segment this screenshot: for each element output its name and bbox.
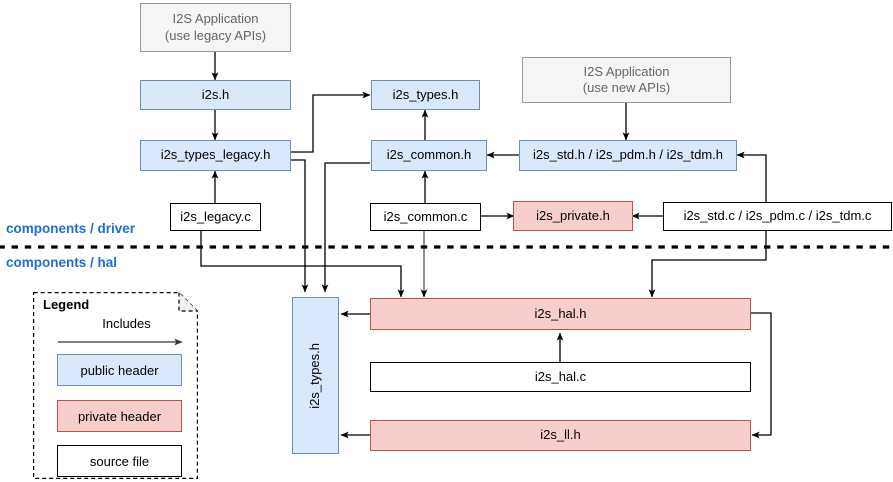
node-app-new-line1: I2S Application — [583, 63, 670, 79]
legend-item-private-header-label: private header — [77, 408, 162, 424]
edge-legacy-c-to-hal-h — [200, 230, 405, 298]
node-i2s-types-legacy-h[interactable]: i2s_types_legacy.h — [140, 140, 291, 171]
band-label-hal: components / hal — [6, 255, 118, 270]
node-i2s-std-c[interactable]: i2s_std.c / i2s_pdm.c / i2s_tdm.c — [663, 202, 892, 231]
node-i2s-private-h-label: i2s_private.h — [536, 207, 610, 223]
node-i2s-types-legacy-h-label: i2s_types_legacy.h — [160, 147, 271, 163]
node-app-new-line2: (use new APIs) — [582, 80, 671, 95]
legend-item-public-header-label: public header — [80, 362, 159, 378]
node-i2s-h[interactable]: i2s.h — [140, 80, 291, 110]
node-app-legacy-line1: I2S Application — [172, 11, 259, 27]
node-i2s-ll-h[interactable]: i2s_ll.h — [370, 420, 751, 451]
edge-types-legacy-to-hal-types — [291, 159, 309, 293]
node-i2s-ll-h-label: i2s_ll.h — [540, 427, 581, 443]
legend-item-private-header: private header — [57, 400, 182, 432]
legend-item-source-file: source file — [57, 445, 182, 477]
node-i2s-common-c-label: i2s_common.c — [383, 208, 468, 224]
edge-hal-h-to-ll-h — [750, 312, 772, 439]
node-app-legacy[interactable]: I2S Application (use legacy APIs) — [140, 3, 291, 52]
edge-std-c-to-hal-h — [648, 230, 767, 298]
node-i2s-common-h-label: i2s_common.h — [386, 147, 472, 163]
node-i2s-types-h-hal[interactable]: i2s_types.h — [292, 297, 339, 454]
edge-common-h-to-hal-types — [321, 162, 370, 293]
legend-includes-label: Includes — [102, 316, 151, 331]
node-app-new[interactable]: I2S Application (use new APIs) — [522, 57, 731, 103]
legend-title: Legend — [43, 297, 90, 312]
legend-item-source-file-label: source file — [89, 453, 150, 469]
node-i2s-types-h-top[interactable]: i2s_types.h — [371, 80, 480, 110]
node-i2s-common-c[interactable]: i2s_common.c — [370, 203, 481, 231]
node-i2s-std-c-label: i2s_std.c / i2s_pdm.c / i2s_tdm.c — [683, 208, 872, 224]
node-i2s-hal-c-label: i2s_hal.c — [534, 368, 587, 384]
node-i2s-h-label: i2s.h — [201, 86, 230, 102]
legend-item-public-header: public header — [57, 354, 182, 386]
legend: Legend Includes public header private he… — [33, 292, 198, 479]
node-i2s-legacy-c-label: i2s_legacy.c — [180, 208, 251, 224]
edge-types-legacy-to-types — [291, 91, 371, 153]
node-app-legacy-line2: (use legacy APIs) — [164, 27, 267, 43]
band-label-driver: components / driver — [6, 221, 136, 236]
edge-std-c-to-std-h — [736, 151, 767, 203]
node-i2s-types-h-top-label: i2s_types.h — [392, 86, 459, 102]
node-i2s-private-h[interactable]: i2s_private.h — [513, 201, 633, 231]
node-i2s-hal-h-label: i2s_hal.h — [534, 305, 587, 321]
node-i2s-hal-c[interactable]: i2s_hal.c — [370, 362, 751, 392]
node-i2s-hal-h[interactable]: i2s_hal.h — [370, 298, 751, 330]
node-i2s-std-h[interactable]: i2s_std.h / i2s_pdm.h / i2s_tdm.h — [519, 140, 737, 171]
node-i2s-types-h-hal-label: i2s_types.h — [307, 342, 323, 409]
node-i2s-legacy-c[interactable]: i2s_legacy.c — [170, 203, 261, 231]
node-i2s-std-h-label: i2s_std.h / i2s_pdm.h / i2s_tdm.h — [532, 147, 724, 163]
node-i2s-common-h[interactable]: i2s_common.h — [371, 140, 487, 171]
